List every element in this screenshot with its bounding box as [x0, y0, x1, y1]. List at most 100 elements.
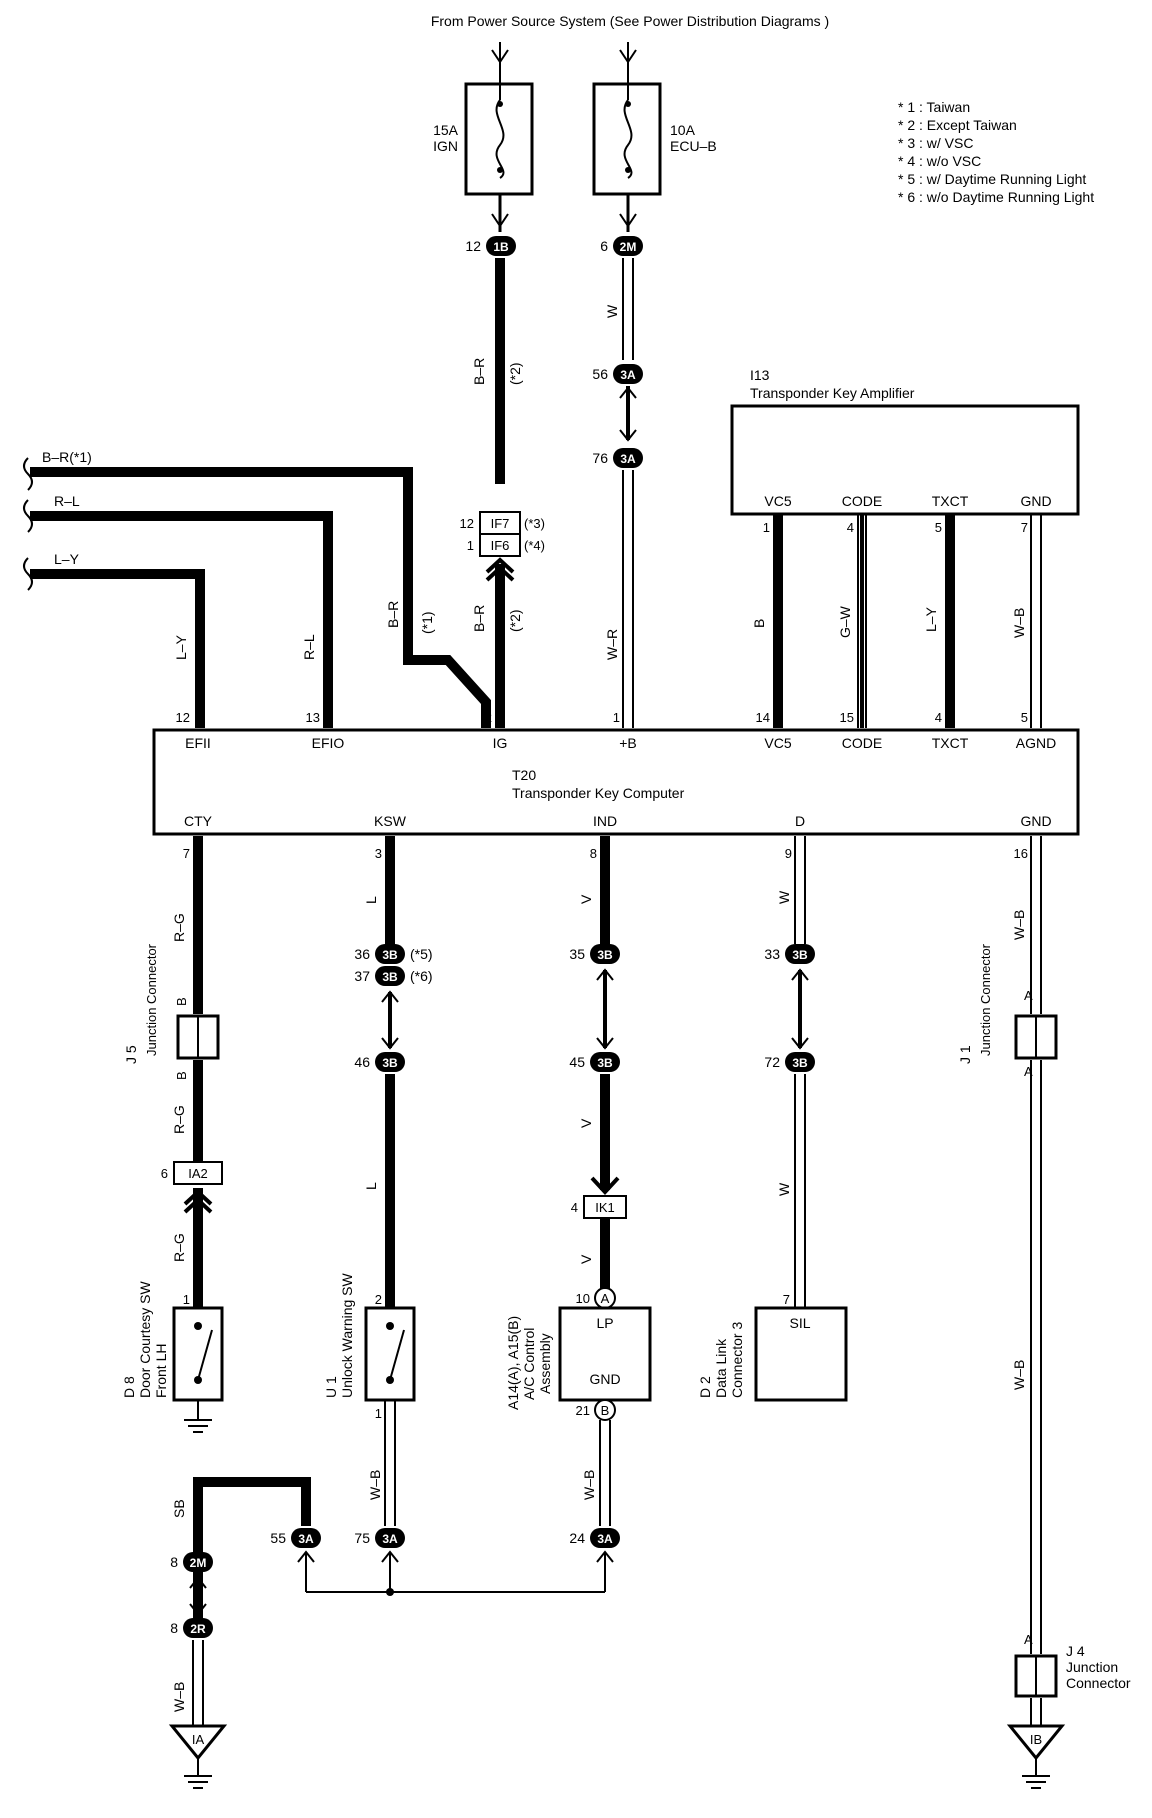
terminal-code: CODE — [842, 735, 882, 751]
ac-control-assembly: A 10 LP GND B 21 A14(A), A15(B) A/C Cont… — [505, 1287, 652, 1421]
connector-3B-45: 3B 45 — [569, 1052, 620, 1072]
legend-item-3: * 3 : w/ VSC — [898, 135, 973, 151]
terminal-ind: IND — [593, 813, 617, 829]
svg-text:J 5: J 5 — [123, 1045, 139, 1064]
wire-cty — [183, 836, 213, 1320]
svg-text:IA2: IA2 — [188, 1166, 208, 1181]
terminal-txct: TXCT — [932, 735, 969, 751]
svg-text:10: 10 — [576, 1291, 590, 1306]
amp-computer-wires — [773, 514, 1042, 728]
svg-text:1B: 1B — [493, 240, 509, 254]
terminal-ksw: KSW — [374, 813, 407, 829]
svg-text:36: 36 — [354, 946, 370, 962]
fuse-ign-name: IGN — [433, 138, 458, 154]
svg-text:12: 12 — [460, 516, 474, 531]
wire-label-wb-gnd-2: W–B — [1011, 1360, 1027, 1390]
svg-text:33: 33 — [764, 946, 780, 962]
svg-text:7: 7 — [783, 1292, 790, 1307]
wire-label-wb-u1: W–B — [367, 1470, 383, 1500]
svg-text:6: 6 — [161, 1166, 168, 1181]
ground-ia: IA — [168, 1724, 228, 1789]
amp-pin-4: 4 — [847, 520, 854, 535]
svg-text:U 1: U 1 — [323, 1376, 339, 1398]
wire-ac-ground — [599, 1420, 611, 1526]
amplifier-name: Transponder Key Amplifier — [750, 385, 915, 401]
connector-3B-35: 3B 35 — [569, 944, 620, 964]
svg-text:LP: LP — [596, 1315, 613, 1331]
svg-text:24: 24 — [569, 1530, 585, 1546]
svg-text:D 2: D 2 — [697, 1376, 713, 1398]
terminal-vc5: VC5 — [764, 735, 791, 751]
connector-3A-76: 3A 76 — [592, 448, 643, 468]
wire-label-br-top: B–R — [471, 358, 487, 385]
svg-text:3A: 3A — [298, 1532, 314, 1546]
svg-text:Assembly: Assembly — [537, 1333, 553, 1394]
fuse-ign: 15A IGN — [433, 80, 534, 196]
pin-ksw: 3 — [375, 846, 382, 861]
svg-text:55: 55 — [270, 1530, 286, 1546]
terminal-ig: IG — [493, 735, 508, 751]
amp-terminal-txct: TXCT — [932, 493, 969, 509]
pin-code: 15 — [840, 710, 854, 725]
junction-j1: J 1 Junction Connector A A — [957, 943, 1058, 1079]
svg-text:A14(A), A15(B): A14(A), A15(B) — [505, 1316, 521, 1410]
svg-text:46: 46 — [354, 1054, 370, 1070]
computer-name: Transponder Key Computer — [512, 785, 685, 801]
legend-item-2: * 2 : Except Taiwan — [898, 117, 1017, 133]
pin-plus-b: 1 — [613, 710, 620, 725]
wire-label-ly: L–Y — [173, 634, 189, 660]
pin-txct: 4 — [935, 710, 942, 725]
wire-label-wr: W–R — [604, 629, 620, 660]
wire-label-ly-amp: L–Y — [923, 606, 939, 632]
svg-text:2R: 2R — [190, 1622, 206, 1636]
svg-text:J 4: J 4 — [1066, 1643, 1085, 1659]
wire-ign — [485, 194, 515, 728]
svg-text:3B: 3B — [792, 1056, 808, 1070]
wire-label-v-1: V — [578, 894, 594, 904]
connector-IF6: IF6 1 (*4) — [467, 533, 545, 557]
connector-3A-75: 3A 75 — [354, 1528, 405, 1548]
svg-text:Junction Connector: Junction Connector — [978, 943, 993, 1056]
svg-text:SIL: SIL — [789, 1315, 810, 1331]
wire-label-br-mid: B–R — [471, 605, 487, 632]
connector-IK1: IK1 4 — [571, 1195, 627, 1219]
connector-3B-36: 3B 36 (*5) — [354, 944, 433, 964]
junction-j5: J 5 Junction Connector B B — [123, 943, 220, 1080]
svg-text:(*5): (*5) — [410, 946, 433, 962]
svg-text:37: 37 — [354, 968, 370, 984]
svg-text:Connector: Connector — [1066, 1675, 1131, 1691]
amp-terminal-vc5: VC5 — [764, 493, 791, 509]
svg-text:3B: 3B — [597, 1056, 613, 1070]
wire-label-w-d1: W — [776, 890, 792, 904]
svg-text:GND: GND — [589, 1371, 620, 1387]
wire-ind — [590, 836, 620, 1300]
svg-text:3B: 3B — [597, 948, 613, 962]
svg-text:IF6: IF6 — [491, 538, 510, 553]
legend-item-5: * 5 : w/ Daytime Running Light — [898, 171, 1086, 187]
pin-ig: 2 — [485, 710, 492, 725]
svg-text:3B: 3B — [382, 970, 398, 984]
svg-text:Unlock Warning SW: Unlock Warning SW — [339, 1272, 355, 1398]
connector-3B-46: 3B 46 — [354, 1052, 405, 1072]
pin-efio: 13 — [306, 710, 320, 725]
svg-text:8: 8 — [170, 1620, 178, 1636]
connector-3B-37: 3B 37 (*6) — [354, 966, 433, 986]
svg-text:3B: 3B — [382, 1056, 398, 1070]
svg-text:A: A — [1024, 1632, 1033, 1647]
amplifier-code: I13 — [750, 367, 770, 383]
amp-terminal-gnd: GND — [1020, 493, 1051, 509]
svg-text:IK1: IK1 — [595, 1200, 615, 1215]
svg-text:B: B — [174, 997, 189, 1006]
ground-bus — [189, 1477, 614, 1726]
svg-text:72: 72 — [764, 1054, 780, 1070]
svg-text:Connector 3: Connector 3 — [729, 1322, 745, 1398]
svg-text:J 1: J 1 — [957, 1045, 973, 1064]
wire-note-1: (*1) — [419, 611, 435, 634]
wire-ksw-ground — [384, 1400, 396, 1526]
wire-label-l-2: L — [363, 1182, 379, 1190]
svg-text:2: 2 — [375, 1292, 382, 1307]
svg-text:D 8: D 8 — [121, 1376, 137, 1398]
legend: * 1 : Taiwan * 2 : Except Taiwan * 3 : w… — [898, 99, 1094, 205]
svg-text:3B: 3B — [382, 948, 398, 962]
